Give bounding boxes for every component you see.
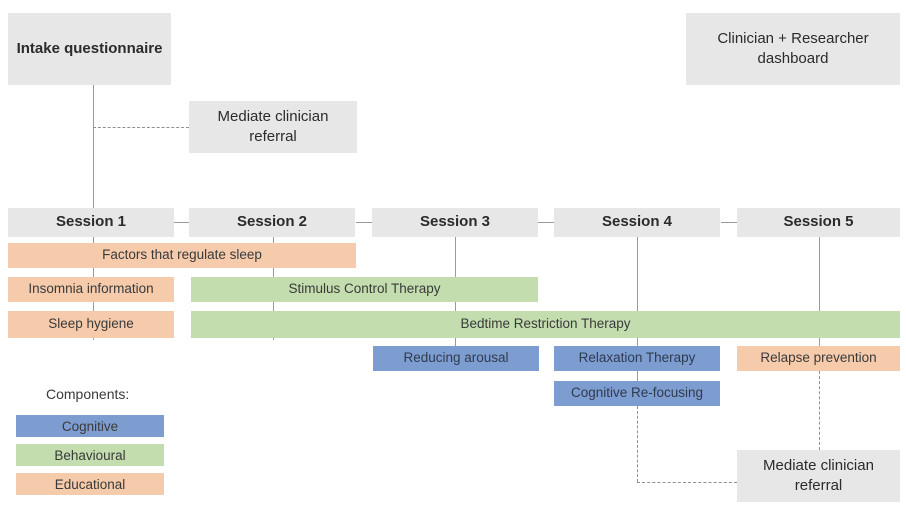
session-4-spine — [637, 237, 638, 382]
component-bar-reducing-arousal: Reducing arousal — [373, 346, 539, 371]
mediate-clinician-referral-bottom-box: Mediate clinician referral — [737, 450, 900, 502]
legend-item-cognitive: Cognitive — [16, 415, 164, 437]
intake-connector-line — [93, 85, 94, 210]
intake-questionnaire-box: Intake questionnaire — [8, 13, 171, 85]
component-bar-stimulus-control-therapy: Stimulus Control Therapy — [191, 277, 538, 302]
component-bar-sleep-hygiene: Sleep hygiene — [8, 311, 174, 338]
component-bar-relapse-prevention: Relapse prevention — [737, 346, 900, 371]
session5-dashed-drop-line — [819, 371, 820, 450]
session4-dashed-to-referral-line — [637, 482, 737, 483]
session-link-4-5 — [721, 222, 737, 223]
session-header-1: Session 1 — [8, 208, 174, 237]
session-5-spine — [819, 237, 820, 347]
session-header-2: Session 2 — [189, 208, 355, 237]
session-link-2-3 — [356, 222, 372, 223]
session-link-3-4 — [538, 222, 554, 223]
component-bar-cognitive-re-focusing: Cognitive Re-focusing — [554, 381, 720, 406]
session-link-1-2 — [174, 222, 189, 223]
legend-title: Components: — [46, 386, 130, 402]
component-bar-factors-that-regulate-sleep: Factors that regulate sleep — [8, 243, 356, 268]
intake-to-referral-dashed-line — [93, 127, 189, 128]
session-header-3: Session 3 — [372, 208, 538, 237]
component-bar-bedtime-restriction-therapy: Bedtime Restriction Therapy — [191, 311, 900, 338]
legend-item-behavioural: Behavioural — [16, 444, 164, 466]
clinician-researcher-dashboard-box: Clinician + Researcher dashboard — [686, 13, 900, 85]
component-bar-relaxation-therapy: Relaxation Therapy — [554, 346, 720, 371]
component-bar-insomnia-information: Insomnia information — [8, 277, 174, 302]
session4-dashed-drop-line — [637, 406, 638, 482]
session-header-4: Session 4 — [554, 208, 720, 237]
session-header-5: Session 5 — [737, 208, 900, 237]
legend-item-educational: Educational — [16, 473, 164, 495]
mediate-clinician-referral-top-box: Mediate clinician referral — [189, 101, 357, 153]
